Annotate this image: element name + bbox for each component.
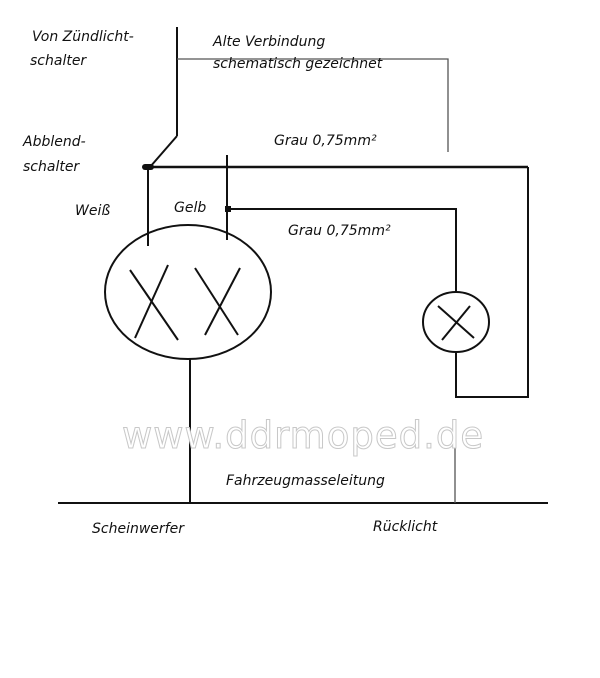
label-yellow: Gelb bbox=[174, 200, 207, 216]
headlight-bulb bbox=[104, 224, 272, 360]
filament-cross bbox=[441, 305, 471, 341]
grey-wire-to-tail bbox=[228, 208, 457, 292]
filament-cross bbox=[134, 264, 169, 339]
tail-light-bulb bbox=[422, 291, 490, 353]
label-dimmer: Abblend- bbox=[23, 134, 86, 150]
junction-dot bbox=[142, 164, 154, 170]
label-old-connection-2: schematisch gezeichnet bbox=[213, 56, 383, 72]
dimmer-switch-lever bbox=[149, 135, 178, 168]
filament-cross bbox=[194, 267, 239, 336]
label-ground-line: Fahrzeugmasseleitung bbox=[226, 473, 385, 489]
label-grey-wire-1: Grau 0,75mm² bbox=[274, 133, 377, 149]
tail-feed-wire bbox=[455, 167, 529, 398]
label-grey-wire-2: Grau 0,75mm² bbox=[288, 223, 391, 239]
label-headlight: Scheinwerfer bbox=[92, 521, 184, 537]
label-from-switch-2: schalter bbox=[30, 53, 87, 69]
label-old-connection: Alte Verbindung bbox=[213, 34, 326, 50]
label-white: Weiß bbox=[75, 203, 111, 219]
filament-cross bbox=[204, 267, 241, 336]
label-tail-light: Rücklicht bbox=[373, 519, 438, 535]
watermark: www.ddrmoped.de bbox=[121, 414, 485, 457]
filament-cross bbox=[129, 269, 179, 341]
old-connection-wire bbox=[177, 58, 449, 152]
label-dimmer-2: schalter bbox=[23, 159, 80, 175]
junction-dot bbox=[225, 206, 231, 212]
label-from-switch: Von Zündlicht- bbox=[32, 29, 134, 45]
